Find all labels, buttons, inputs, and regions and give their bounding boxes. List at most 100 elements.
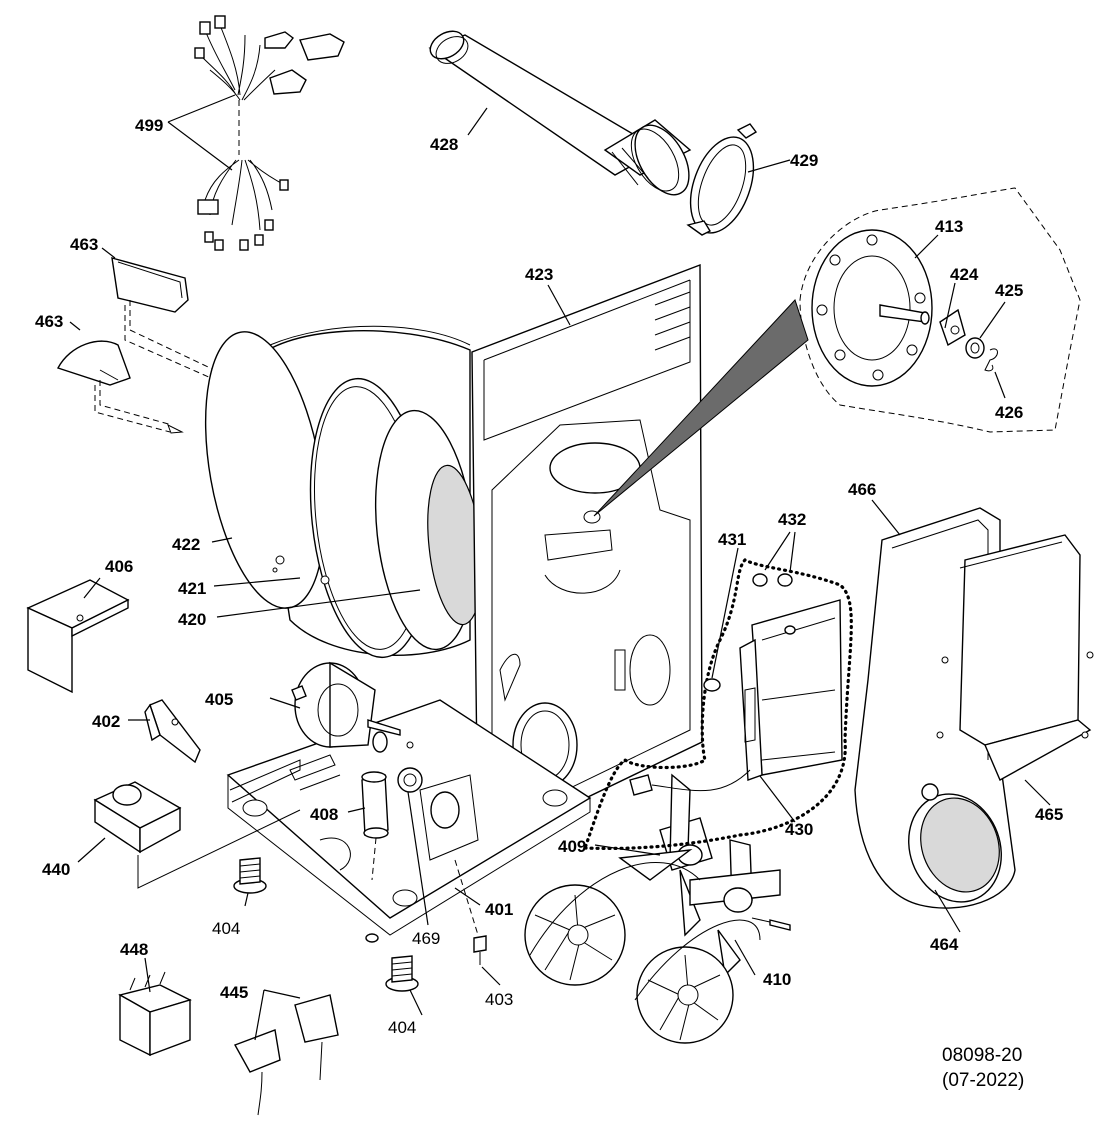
arrow-463-lower [94, 385, 171, 433]
leader-448 [144, 957, 151, 993]
motor-part [291, 661, 414, 753]
shaft-hardware-part [939, 308, 998, 372]
zoom-callout-wedge [593, 299, 809, 517]
leader-463b [69, 321, 81, 331]
screw-part [454, 859, 487, 965]
fan-impeller-410-part [636, 839, 791, 1044]
callout-463b: 463 [35, 312, 63, 331]
bracket-part [144, 699, 201, 764]
foot-lower-part [365, 933, 419, 992]
callout-404b: 404 [388, 1018, 416, 1037]
leader-405 [269, 697, 301, 709]
callout-426: 426 [995, 403, 1023, 422]
arrow-463-lower-b [99, 380, 173, 426]
leader-401 [454, 887, 481, 906]
arrow-463-upper-b [124, 305, 221, 383]
leader-430 [759, 775, 796, 823]
leader-466 [871, 499, 901, 536]
drawing-date: (07-2022) [942, 1070, 1024, 1091]
leader-426 [994, 371, 1006, 399]
leader-424 [944, 282, 956, 329]
rear-bulkhead-part [471, 263, 703, 852]
leader-423 [547, 284, 571, 326]
callout-424: 424 [950, 265, 979, 284]
bearing-flange-part [811, 229, 933, 387]
base-frame-part [226, 699, 592, 936]
callout-463a: 463 [70, 235, 98, 254]
thermostat-part [703, 573, 796, 692]
callout-413: 413 [935, 217, 963, 236]
callout-445: 445 [220, 983, 248, 1002]
drawing-number: 08098-20 [942, 1045, 1022, 1066]
heater-housing-part [739, 599, 843, 781]
callout-421: 421 [178, 579, 206, 598]
callout-431: 431 [718, 530, 746, 549]
leader-404b [409, 989, 423, 1016]
callout-406: 406 [105, 557, 133, 576]
foot-upper-part [233, 857, 267, 894]
callout-403: 403 [485, 990, 513, 1009]
callout-402: 402 [92, 712, 120, 731]
deflector-lower-part [56, 340, 131, 386]
callout-410: 410 [763, 970, 791, 989]
callout-423: 423 [525, 265, 553, 284]
leader-463a [101, 247, 116, 259]
leader-425 [979, 301, 1006, 339]
callout-408: 408 [310, 805, 338, 824]
callout-432: 432 [778, 510, 806, 529]
terminal-block-part [118, 971, 192, 1057]
wire-harness-part [194, 15, 345, 251]
cover-plate-part [26, 579, 130, 694]
leader-404a [244, 892, 249, 907]
clamp-ring-part [686, 123, 758, 236]
callout-420: 420 [178, 610, 206, 629]
leader-465 [1024, 779, 1051, 806]
callout-409: 409 [558, 837, 586, 856]
zoom-callout-border [799, 187, 1081, 433]
leader-406 [83, 577, 101, 599]
leader-413 [914, 234, 939, 259]
fan-detail-lines [529, 862, 761, 1001]
arrow-463-upper [129, 300, 226, 376]
blower-housing-part [854, 507, 1094, 909]
wiring-connector-part [629, 769, 751, 796]
leader-428 [467, 107, 488, 136]
leader-445 [254, 989, 301, 1041]
leader-410 [734, 939, 756, 976]
leader-431 [711, 547, 739, 679]
callout-429: 429 [790, 151, 818, 170]
heater-assembly-outline [582, 558, 853, 851]
leader-403 [481, 966, 501, 986]
leader-421 [213, 577, 301, 587]
power-cord-part [233, 994, 339, 1116]
pulley-part [397, 767, 423, 793]
leader-440 [77, 837, 106, 863]
callout-labels: 4994284294634634234134244254264224214204… [35, 116, 1063, 1037]
drum-part [204, 325, 483, 659]
leader-422 [211, 537, 233, 543]
capacitor-part [361, 771, 389, 881]
callout-499: 499 [135, 116, 163, 135]
callout-404a: 404 [212, 919, 240, 938]
callout-448: 448 [120, 940, 148, 959]
leader-409 [594, 844, 661, 856]
callout-422: 422 [172, 535, 200, 554]
leader-499 [167, 94, 236, 171]
callout-464: 464 [930, 935, 959, 954]
leader-464 [934, 889, 961, 933]
duct-tube-part [428, 30, 692, 196]
callout-405: 405 [205, 690, 233, 709]
callout-430: 430 [785, 820, 813, 839]
leader-420 [216, 589, 421, 618]
leader-469 [407, 791, 429, 926]
leader-432 [764, 531, 796, 573]
leader-429 [747, 159, 791, 173]
callout-440: 440 [42, 860, 70, 879]
callout-428: 428 [430, 135, 458, 154]
callout-401: 401 [485, 900, 513, 919]
callout-465: 465 [1035, 805, 1063, 824]
callout-469: 469 [412, 929, 440, 948]
deflector-upper-part [111, 257, 189, 313]
